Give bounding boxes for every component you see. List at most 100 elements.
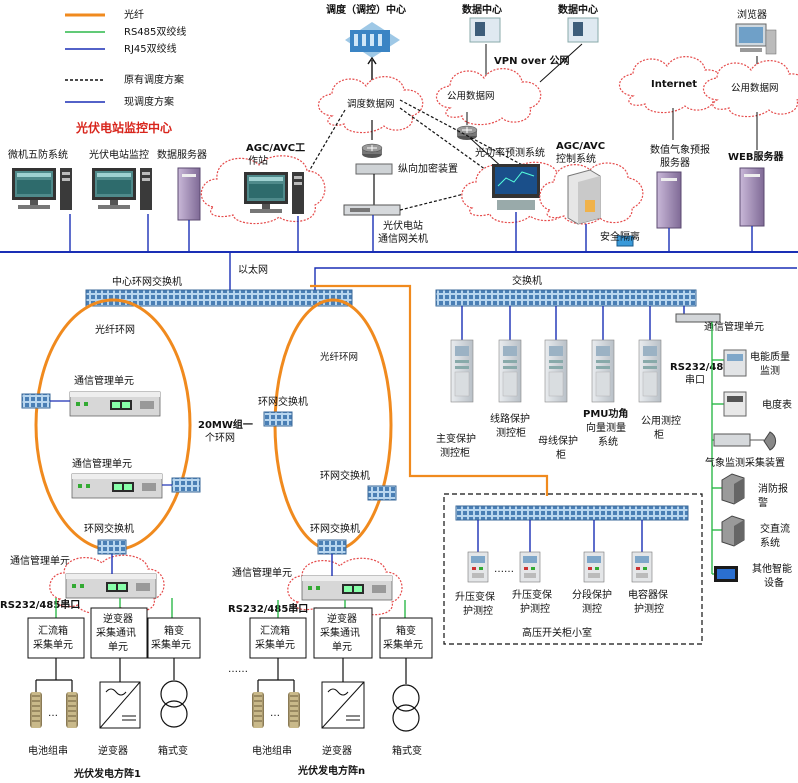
hv-room-links: [477, 520, 643, 552]
comm-gateway-label-2: 通信网关机: [378, 232, 428, 245]
public-net-2-label: 公用数据网: [731, 82, 779, 94]
arrayn-transformer-label: 箱式变: [392, 744, 422, 757]
center-ring-switch-label: 中心环网交换机: [112, 275, 182, 288]
meter-label: 电度表: [762, 398, 792, 411]
hv-room-switch-icon: [455, 505, 689, 521]
arrayn-field-links: [257, 658, 407, 692]
arrayn-box-transformer: [379, 617, 433, 659]
comm-unit-right-icon: [675, 313, 721, 323]
hv-d2-label-2: 护测控: [520, 602, 550, 615]
array1-inverter-label: 逆变器: [98, 744, 128, 757]
comm-unit-right-label: 通信管理单元: [704, 320, 764, 333]
weather-label-1: 数值气象预报: [650, 143, 710, 156]
dispatch-router-icon: [361, 143, 383, 159]
ethernet-link: [314, 267, 797, 290]
pv-monitor-pc-icon: [92, 168, 152, 210]
arrayn-battery-icon-2: [287, 691, 301, 729]
hv-room-ellipsis: ……: [494, 564, 514, 575]
dispatch-net-label: 调度数据网: [347, 98, 395, 110]
web-server: WEB服务器: [728, 150, 784, 227]
hv-d1-label-1: 升压变保: [455, 590, 495, 603]
serial-1-label: RS232/485串口: [0, 598, 80, 611]
agc-ws-label-2: 作站: [248, 154, 268, 167]
wufang-system: 微机五防系统: [8, 148, 72, 210]
web-server-label: WEB服务器: [728, 150, 784, 163]
power-quality-icon: [723, 349, 747, 377]
arrayn-rs485-links: [277, 600, 406, 618]
building-icon: [345, 22, 400, 58]
ring1-side-switch-1: [21, 393, 51, 409]
array1-box-transformer: [147, 617, 201, 659]
ring1-side-switch-2: [171, 477, 201, 493]
hv-d3-label-1: 分段保护: [572, 588, 612, 601]
comm-unit-2-icon: [71, 473, 163, 499]
arrayn-inverter-comm-label-3: 单元: [332, 641, 352, 653]
arrayn-inverter-comm-label-2: 采集通讯: [320, 626, 360, 639]
acdc-label-1: 交直流: [760, 522, 790, 535]
vpn-link-2: [539, 43, 583, 83]
power-forecast-monitor-icon: [492, 164, 540, 210]
cabinet-links: [461, 306, 685, 340]
array1-combiner-box: [27, 617, 85, 659]
legend-new-label: 现调度方案: [124, 95, 174, 108]
legend: 光纤 RS485双绞线 RJ45双绞线 原有调度方案 现调度方案 光伏电站监控中…: [65, 8, 186, 135]
browser: 浏览器: [735, 8, 777, 55]
array1-battery-icon-1: [29, 691, 43, 729]
ring-switch-2-label: 环网交换机: [258, 395, 308, 408]
hv-room-frame: [443, 493, 703, 645]
meter-icon: [723, 391, 747, 417]
arrayn-inverter-comm-label-1: 逆变器: [327, 612, 357, 625]
agc-ctrl-server-icon: [567, 169, 601, 225]
comm-unit-4-icon: [301, 575, 393, 601]
legend-rs485-label: RS485双绞线: [124, 25, 186, 38]
array1-combiner-label-1: 汇流箱: [38, 624, 68, 637]
array1-inverter-icon: [99, 681, 141, 729]
cabinet-c3-label-2: 柜: [556, 448, 566, 461]
cabinet-bus-protection-icon: [544, 339, 568, 403]
cabinet-c5-label-2: 柜: [654, 428, 664, 441]
weather-monitor-icon: [713, 431, 777, 451]
power-quality-label-2: 监测: [760, 364, 780, 377]
right-rs485-branches: [712, 359, 724, 575]
ring-note-2: 个环网: [205, 432, 235, 444]
array1-transformer-label: 箱式变: [158, 744, 188, 757]
hv-d2-label-1: 升压变保: [512, 588, 552, 601]
hv-d3-label-2: 测控: [582, 602, 602, 615]
array-1-title: 光伏发电方阵1: [73, 767, 141, 780]
cabinet-c1-label-1: 主变保护: [436, 432, 476, 445]
internet-label: Internet: [651, 79, 697, 90]
browser-label: 浏览器: [737, 8, 767, 21]
arrayn-combiner-label-2: 采集单元: [255, 638, 295, 651]
data-center-1: 数据中心: [462, 3, 502, 43]
agc-ctrl-label-1: AGC/AVC: [556, 141, 605, 152]
comm-unit-1-label: 通信管理单元: [74, 374, 134, 387]
fiber-hv-link: [310, 284, 549, 496]
array1-battery-ellipsis: …: [48, 708, 58, 719]
arrayn-inverter-comm-box: [313, 607, 373, 659]
cabinet-c1-label-2: 测控柜: [440, 446, 470, 459]
legend-rj45-label: RJ45双绞线: [124, 42, 177, 55]
ring-switch-3-label: 环网交换机: [320, 469, 370, 482]
array1-box-transformer-label-1: 箱变: [164, 624, 184, 637]
cabinet-main-transformer-icon: [450, 339, 474, 403]
hv-d1-label-2: 护测控: [463, 604, 493, 617]
weather-label-2: 服务器: [660, 156, 690, 169]
arrayn-battery-ellipsis: …: [270, 708, 280, 719]
data-center-2: 数据中心: [558, 3, 599, 43]
acdc-label-2: 系统: [760, 536, 780, 549]
comm-unit-4-label: 通信管理单元: [232, 566, 292, 579]
comm-unit-1-icon: [69, 391, 161, 417]
weather-server: 数值气象预报 服务器: [650, 143, 710, 229]
security-isolation-label: 安全隔离: [600, 230, 640, 243]
cabinet-c4-label-3: 系统: [598, 435, 618, 448]
center-title: 光伏电站监控中心: [75, 120, 172, 135]
fire-alarm-icon: [721, 473, 745, 505]
encryption-label: 纵向加密装置: [398, 162, 458, 175]
array1-battery-label: 电池组串: [28, 744, 68, 757]
other-device-icon: [714, 566, 738, 582]
wufang-pc-icon: [12, 168, 72, 210]
ring-switch-1-icon: [97, 539, 127, 555]
switch-label: 交换机: [512, 274, 542, 287]
